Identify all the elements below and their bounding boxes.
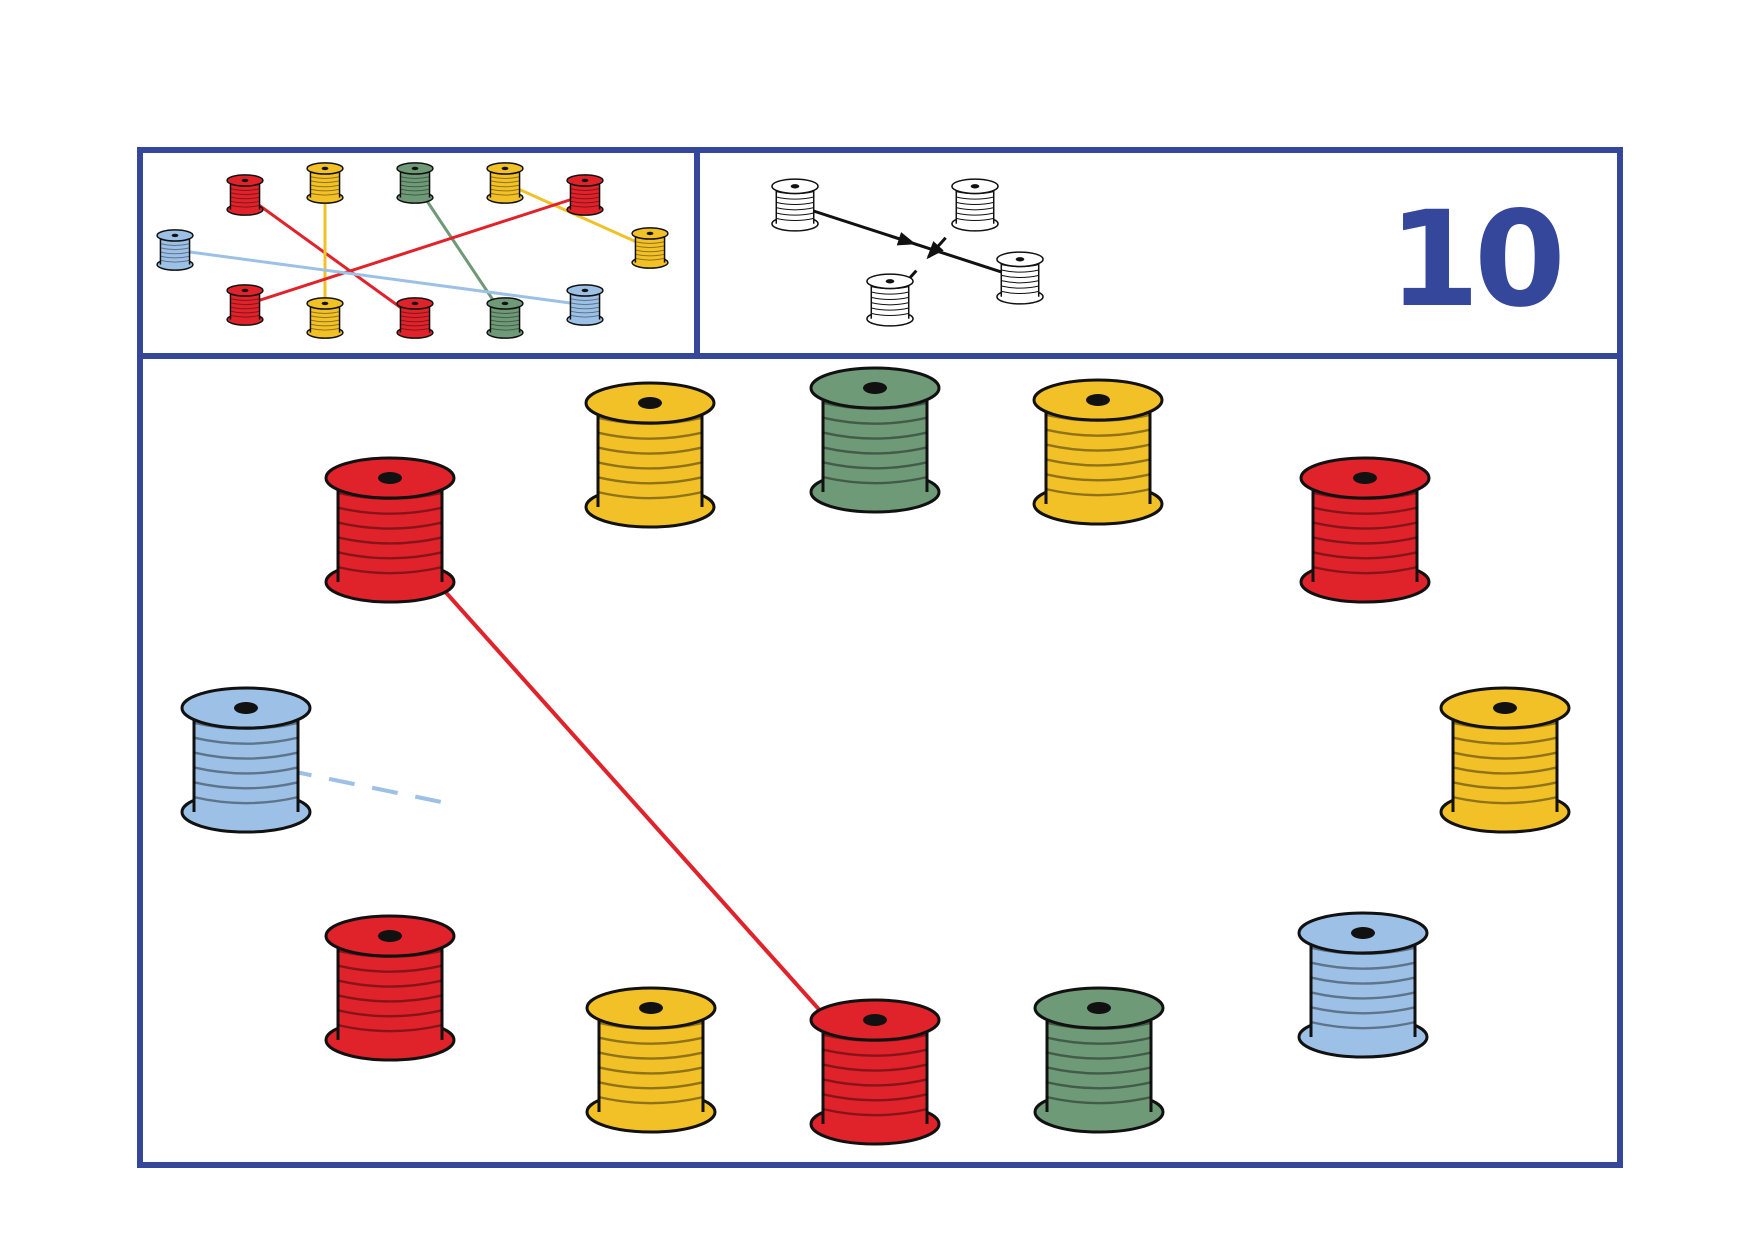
arrow-head-icon xyxy=(896,232,917,246)
instruction-spool[interactable] xyxy=(996,251,1044,305)
solution-threads xyxy=(174,181,651,320)
thread-spool-icon xyxy=(951,178,999,232)
puzzle-spools[interactable] xyxy=(180,366,1571,1146)
puzzle-spool[interactable] xyxy=(584,381,716,529)
card-border xyxy=(137,147,1623,1168)
puzzle-board[interactable] xyxy=(180,366,1571,1146)
puzzle-spool[interactable] xyxy=(585,986,717,1134)
thread-spool-icon xyxy=(324,914,456,1062)
instruction-spool[interactable] xyxy=(951,178,999,232)
thread-spool-icon xyxy=(566,284,604,326)
solution-spool[interactable] xyxy=(306,297,344,339)
solution-spool[interactable] xyxy=(226,284,264,326)
solution-spool[interactable] xyxy=(306,162,344,204)
solution-thread xyxy=(244,193,586,307)
solution-spool[interactable] xyxy=(226,174,264,216)
solution-thread xyxy=(244,193,416,320)
instruction-spool[interactable] xyxy=(866,273,914,327)
thread-spool-icon xyxy=(396,162,434,204)
thread-spool-icon xyxy=(866,273,914,327)
puzzle-spool[interactable] xyxy=(809,998,941,1146)
thread-spool-icon xyxy=(1032,378,1164,526)
thread-spool-icon xyxy=(1297,911,1429,1059)
arrow-head-icon xyxy=(926,241,944,260)
thread-spool-icon xyxy=(584,381,716,529)
thread-spool-icon xyxy=(180,686,312,834)
thread-spool-icon xyxy=(324,456,456,604)
thread-spool-icon xyxy=(306,297,344,339)
thread-spool-icon xyxy=(486,162,524,204)
puzzle-spool[interactable] xyxy=(1033,986,1165,1134)
puzzle-spool[interactable] xyxy=(809,366,941,514)
card-number: 10 xyxy=(1388,183,1560,337)
solution-spool[interactable] xyxy=(486,162,524,204)
thread-spool-icon xyxy=(226,174,264,216)
solution-spool[interactable] xyxy=(631,227,669,269)
solution-spool[interactable] xyxy=(486,297,524,339)
instruction-spool[interactable] xyxy=(771,178,819,232)
thread-spool-icon xyxy=(809,998,941,1146)
card-frame xyxy=(137,147,1623,1168)
instruction-example-panel xyxy=(771,178,1044,327)
instruction-spools xyxy=(771,178,1044,327)
puzzle-spool[interactable] xyxy=(324,914,456,1062)
thread-spool-icon xyxy=(306,162,344,204)
thread-spool-icon xyxy=(809,366,941,514)
solution-spool[interactable] xyxy=(396,297,434,339)
puzzle-spool[interactable] xyxy=(1299,456,1431,604)
thread-spool-icon xyxy=(1439,686,1571,834)
thread-spool-icon xyxy=(996,251,1044,305)
thread-spool-icon xyxy=(585,986,717,1134)
puzzle-spool[interactable] xyxy=(1439,686,1571,834)
hint-thread xyxy=(285,768,452,806)
puzzle-spool[interactable] xyxy=(324,456,456,604)
solution-spools xyxy=(156,162,669,339)
thread-spool-icon xyxy=(631,227,669,269)
solution-thread xyxy=(413,182,507,319)
solution-spool[interactable] xyxy=(156,229,194,271)
puzzle-thread xyxy=(388,528,877,1074)
thread-spool-icon xyxy=(1033,986,1165,1134)
solution-spool[interactable] xyxy=(566,174,604,216)
puzzle-spool[interactable] xyxy=(1297,911,1429,1059)
puzzle-spool[interactable] xyxy=(1032,378,1164,526)
solution-spool[interactable] xyxy=(566,284,604,326)
solution-thread xyxy=(504,181,651,250)
thread-spool-icon xyxy=(156,229,194,271)
solution-thread xyxy=(174,248,586,307)
solution-spool[interactable] xyxy=(396,162,434,204)
thread-spool-icon xyxy=(396,297,434,339)
thread-spool-icon xyxy=(1299,456,1431,604)
thread-spool-icon xyxy=(226,284,264,326)
thread-spool-icon xyxy=(566,174,604,216)
thread-spool-icon xyxy=(486,297,524,339)
thread-spool-icon xyxy=(771,178,819,232)
puzzle-threads xyxy=(285,528,877,1074)
solution-example-panel xyxy=(156,162,669,339)
puzzle-spool[interactable] xyxy=(180,686,312,834)
